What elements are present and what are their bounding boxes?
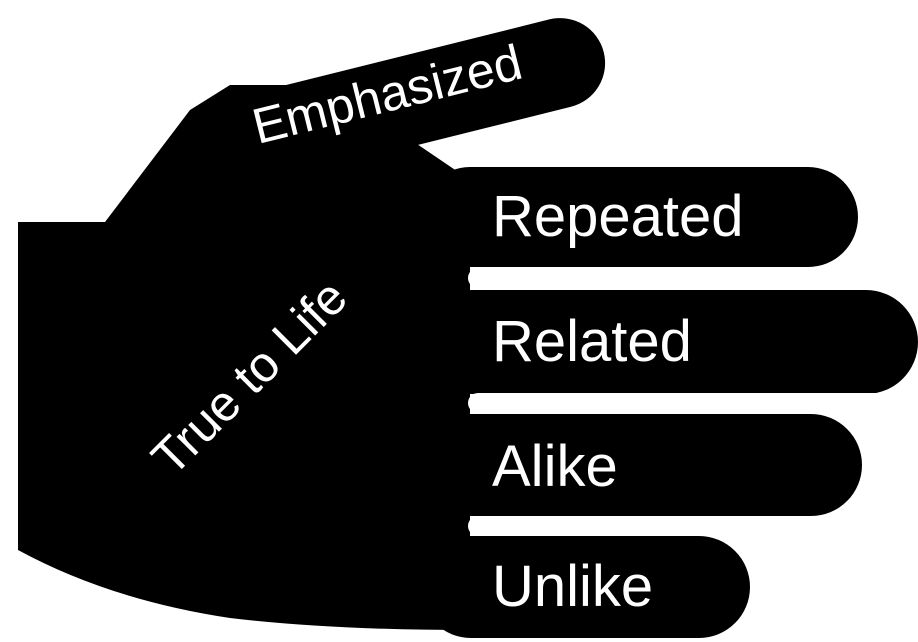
finger-label-unlike: Unlike: [492, 554, 653, 619]
finger-repeated: [420, 167, 858, 267]
thumb: [194, 18, 606, 188]
finger-gaps: [468, 268, 918, 536]
palm: [18, 85, 470, 630]
hand-silhouette: [18, 18, 918, 638]
finger-label-related: Related: [492, 309, 692, 374]
finger-related: [420, 290, 918, 394]
finger-label-repeated: Repeated: [492, 184, 744, 249]
finger-unlike: [420, 536, 750, 638]
finger-label-alike: Alike: [492, 434, 618, 499]
finger-alike: [420, 414, 862, 516]
